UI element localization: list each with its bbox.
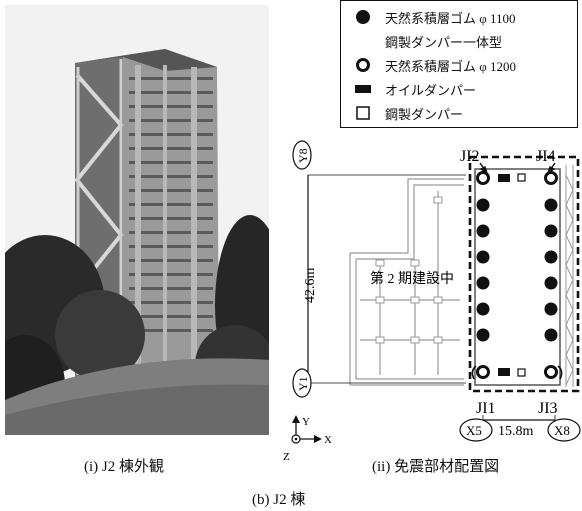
legend-label: 鋼製ダンパー一体型 [385, 35, 503, 50]
sensor-label: JI2 [460, 148, 480, 165]
coord-z-label: Z [283, 451, 290, 463]
open-circle-icon [356, 58, 370, 72]
dimension-vertical: 42.6m [303, 268, 318, 304]
legend: 天然系積層ゴム φ 1100 鋼製ダンパー一体型 天然系積層ゴム φ 1200 … [340, 0, 578, 128]
axis-x8: X8 [554, 423, 570, 438]
plan-caption: (ii) 免震部材配置図 [372, 459, 500, 475]
building-photo [5, 5, 269, 435]
open-square-icon [356, 106, 370, 120]
coord-y-label: Y [302, 416, 310, 428]
sensor-label: JI3 [538, 400, 558, 417]
sensor-label: JI1 [476, 400, 496, 417]
isolation-plan: JI2 JI4 JI1 JI3 第 2 期建設中 42.6m Y8 Y1 X5 … [283, 140, 581, 463]
filled-rect-icon [355, 85, 371, 93]
legend-item: 天然系積層ゴム φ 1100 [341, 6, 577, 28]
coord-x-label: X [324, 434, 332, 446]
construction-label: 第 2 期建設中 [370, 270, 454, 287]
axis-y1: Y1 [296, 376, 310, 391]
axis-x5: X5 [466, 423, 482, 438]
sensor-label: JI4 [536, 148, 556, 165]
dimension-horizontal: 15.8m [498, 424, 534, 439]
legend-label: 鋼製ダンパー [385, 107, 464, 122]
figure-caption: (b) J2 棟 [252, 492, 306, 508]
legend-item: オイルダンパー [341, 78, 577, 100]
axis-y8: Y8 [296, 148, 310, 163]
legend-item: 天然系積層ゴム φ 1200 [341, 54, 577, 76]
legend-label: 天然系積層ゴム φ 1100 [385, 11, 516, 26]
legend-label: 天然系積層ゴム φ 1200 [385, 59, 517, 74]
legend-item: 鋼製ダンパー [341, 102, 577, 124]
photo-caption: (i) J2 棟外観 [84, 459, 164, 475]
legend-item: 鋼製ダンパー一体型 [341, 30, 577, 52]
filled-circle-icon [356, 10, 370, 24]
legend-label: オイルダンパー [385, 83, 477, 98]
